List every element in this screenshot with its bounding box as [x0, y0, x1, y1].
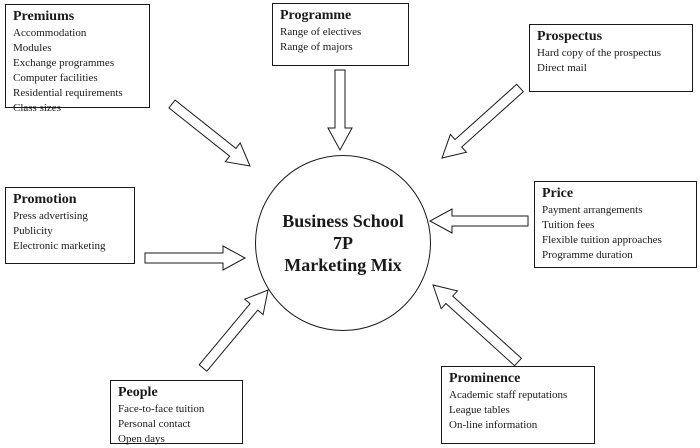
premiums-item: Accommodation [13, 27, 87, 39]
promotion-item: Publicity [13, 225, 53, 237]
promotion-item: Electronic marketing [13, 240, 106, 252]
price-item: Tuition fees [542, 219, 595, 231]
people-item: Open days [118, 433, 165, 445]
prospectus-title: Prospectus [537, 29, 603, 44]
center-circle: Business School 7P Marketing Mix [255, 155, 431, 331]
programme-arrow [327, 69, 353, 152]
price-box: Price Payment arrangements Tuition fees … [534, 181, 697, 268]
people-box: People Face-to-face tuition Personal con… [110, 380, 243, 447]
prominence-item: On-line information [449, 419, 538, 431]
prospectus-item: Hard copy of the prospectus [537, 47, 662, 59]
promotion-list: Press advertising Publicity Electronic m… [13, 209, 134, 254]
programme-title: Programme [280, 8, 352, 23]
prospectus-arrow [441, 83, 525, 159]
premiums-item: Computer facilities [13, 72, 98, 84]
programme-item: Range of electives [280, 26, 362, 38]
premiums-box: Premiums Accommodation Modules Exchange … [5, 4, 150, 114]
people-item: Personal contact [118, 418, 191, 430]
premiums-item: Modules [13, 42, 52, 54]
promotion-arrow [144, 245, 247, 271]
center-title-line2: 7P [333, 233, 353, 253]
price-title: Price [542, 186, 574, 201]
promotion-title: Promotion [13, 192, 77, 207]
promotion-item: Press advertising [13, 210, 88, 222]
price-item: Programme duration [542, 249, 633, 261]
premiums-item: Class sizes [13, 102, 61, 114]
prominence-arrow [432, 284, 523, 367]
price-item: Payment arrangements [542, 204, 643, 216]
people-title: People [118, 385, 158, 400]
prominence-box: Prominence Academic staff reputations Le… [441, 366, 595, 444]
prominence-item: League tables [449, 404, 510, 416]
premiums-arrow [168, 99, 251, 167]
people-arrow [198, 289, 269, 372]
price-item: Flexible tuition approaches [542, 234, 662, 246]
prominence-item: Academic staff reputations [449, 389, 568, 401]
programme-list: Range of electives Range of majors [280, 25, 408, 55]
programme-item: Range of majors [280, 41, 353, 53]
premiums-title: Premiums [13, 9, 75, 24]
prominence-title: Prominence [449, 371, 521, 386]
premiums-list: Accommodation Modules Exchange programme… [13, 26, 149, 116]
programme-box: Programme Range of electives Range of ma… [272, 3, 409, 66]
people-item: Face-to-face tuition [118, 403, 205, 415]
center-title-line3: Marketing Mix [284, 255, 402, 275]
prospectus-box: Prospectus Hard copy of the prospectus D… [529, 24, 693, 92]
premiums-item: Exchange programmes [13, 57, 115, 69]
premiums-item: Residential requirements [13, 87, 123, 99]
price-arrow [428, 208, 529, 234]
center-title-line1: Business School [282, 211, 404, 231]
people-list: Face-to-face tuition Personal contact Op… [118, 402, 242, 447]
price-list: Payment arrangements Tuition fees Flexib… [542, 203, 696, 263]
promotion-box: Promotion Press advertising Publicity El… [5, 187, 135, 264]
prominence-list: Academic staff reputations League tables… [449, 388, 594, 433]
prospectus-list: Hard copy of the prospectus Direct mail [537, 46, 692, 76]
prospectus-item: Direct mail [537, 62, 587, 74]
